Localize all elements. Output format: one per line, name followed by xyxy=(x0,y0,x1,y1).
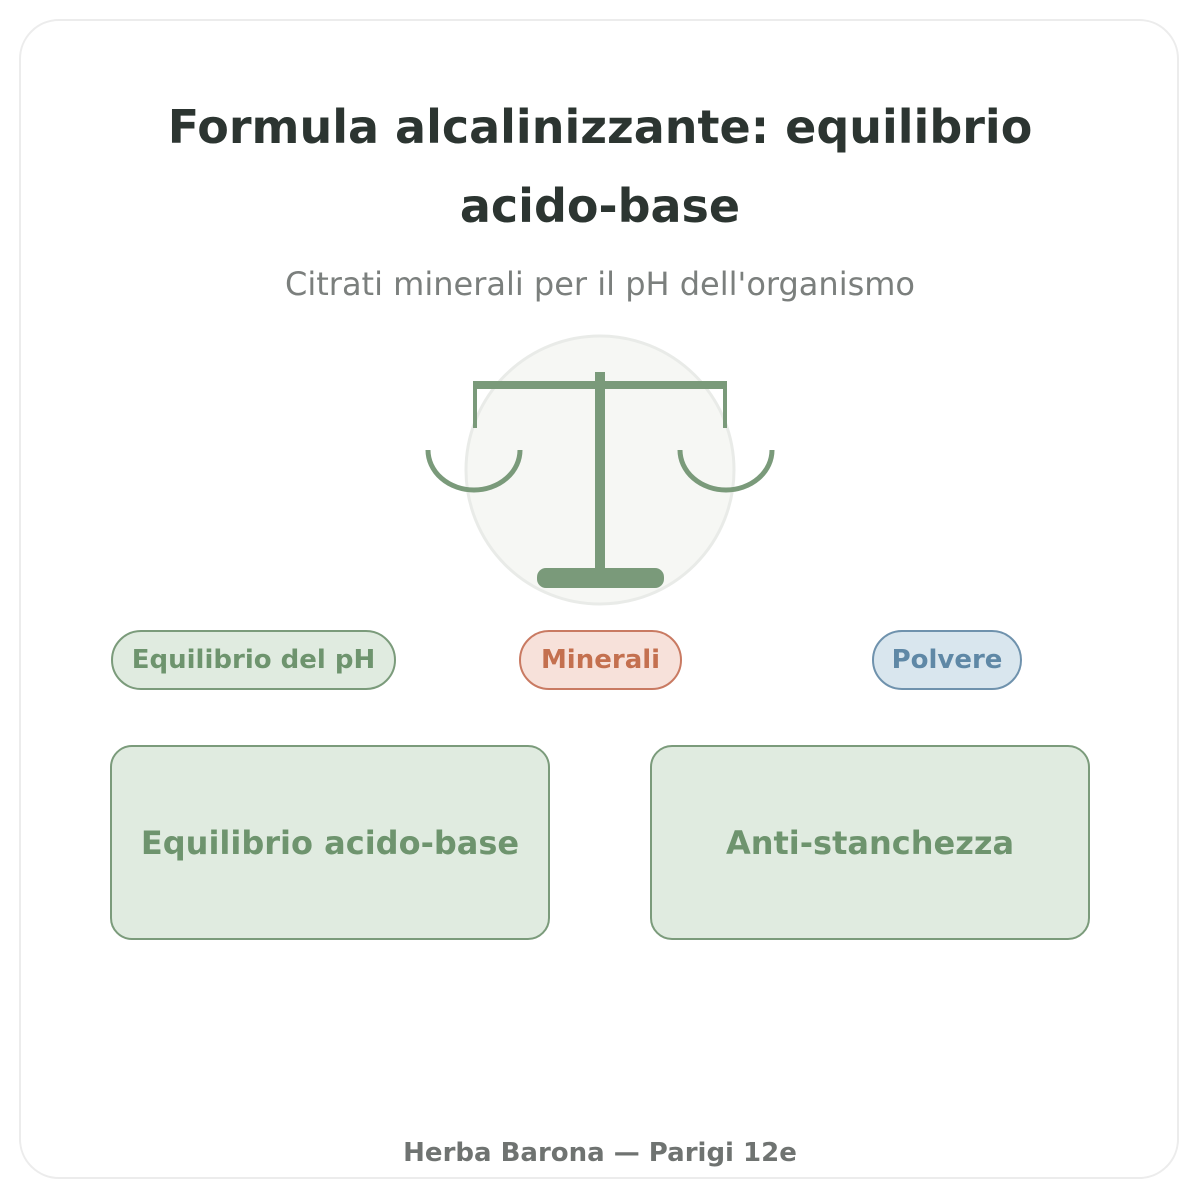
page-subtitle: Citrati minerali per il pH dell'organism… xyxy=(285,265,915,303)
store-footer: Herba Barona — Parigi 12e xyxy=(403,1138,797,1168)
balance-scale-icon xyxy=(425,334,775,606)
scale-right-pan xyxy=(677,449,775,493)
benefit-label: Anti-stanchezza xyxy=(725,823,1015,862)
tag-ph-balance: Equilibrio del pH xyxy=(111,630,396,690)
scale-left-pan xyxy=(425,449,523,493)
benefit-label: Equilibrio acido-base xyxy=(140,823,520,862)
scale-base xyxy=(537,568,664,588)
page-title-line-1: Formula alcalinizzante: equilibrio xyxy=(167,100,1033,154)
page-title: Formula alcalinizzante: equilibrio acido… xyxy=(0,88,1200,246)
benefit-acid-base-balance: Equilibrio acido-base xyxy=(110,745,550,940)
page-title-line-2: acido-base xyxy=(459,179,741,233)
tag-minerals: Minerali xyxy=(519,630,682,690)
benefit-anti-fatigue: Anti-stanchezza xyxy=(650,745,1090,940)
tag-powder: Polvere xyxy=(872,630,1022,690)
